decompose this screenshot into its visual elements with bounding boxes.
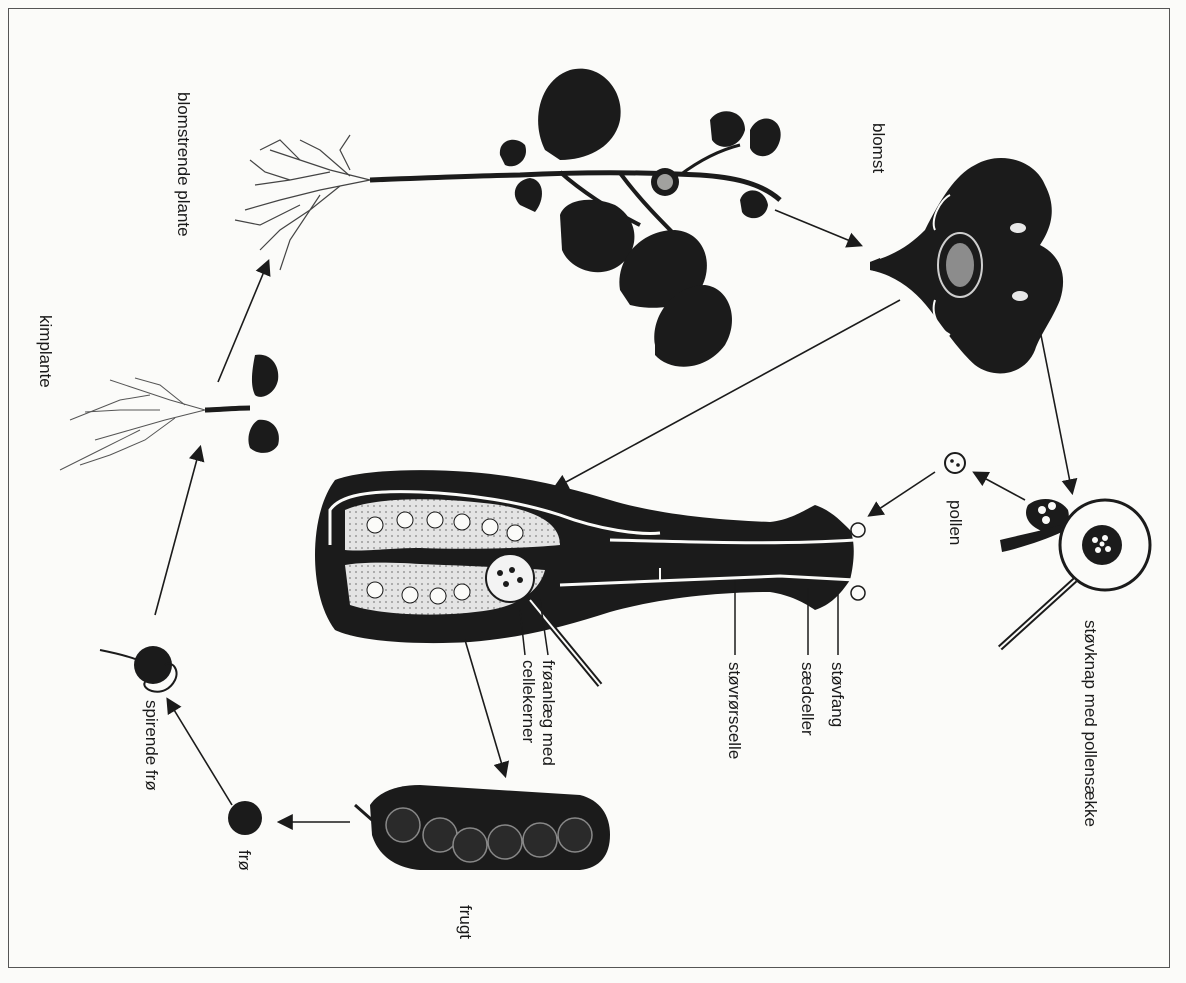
arrow-seed-to-germinating [168, 700, 232, 805]
label-pollen: pollen [946, 500, 965, 545]
arrow-anther-to-pollen [975, 473, 1025, 500]
germinating-seed-illustration [100, 646, 177, 692]
pollen-on-stigma-bottom [851, 586, 865, 600]
label-anther-with-pollen-sacs: støvknap med pollensække [1081, 620, 1100, 827]
pollen-grain [945, 453, 965, 473]
label-ovule-line1: frøanlæg med [539, 660, 558, 766]
arrow-germinating-to-seedling [155, 448, 200, 615]
anther-magnifier [1000, 499, 1150, 648]
arrow-flower-to-anther [1040, 330, 1072, 492]
seedling-illustration [60, 355, 279, 470]
plant-leaves [500, 69, 781, 367]
flowering-plant-illustration [235, 69, 781, 367]
label-germinating-seed: spirende frø [142, 700, 161, 791]
arrow-pollen-to-stigma [870, 472, 935, 515]
arrow-plant-to-flower [775, 210, 860, 245]
plant-roots [235, 135, 370, 270]
label-pollen-tube: støvrørscelle [725, 662, 744, 759]
label-seedling: kimplante [36, 315, 55, 388]
pollen-on-stigma-top [851, 523, 865, 537]
pistil-cross-section [315, 470, 865, 685]
fruit-illustration [355, 785, 610, 870]
label-sperm-cells: sædceller [798, 662, 817, 736]
label-fruit: frugt [456, 905, 475, 939]
seed-illustration [228, 801, 262, 835]
label-flowering-plant: blomstrende plante [174, 92, 193, 237]
arrow-pistil-to-fruit [465, 640, 505, 775]
label-ovule-line2: cellekerner [519, 660, 538, 743]
label-stigma: støvfang [828, 662, 847, 727]
flower-illustration [870, 158, 1063, 373]
label-seed: frø [235, 850, 254, 871]
label-flower: blomst [869, 123, 888, 173]
